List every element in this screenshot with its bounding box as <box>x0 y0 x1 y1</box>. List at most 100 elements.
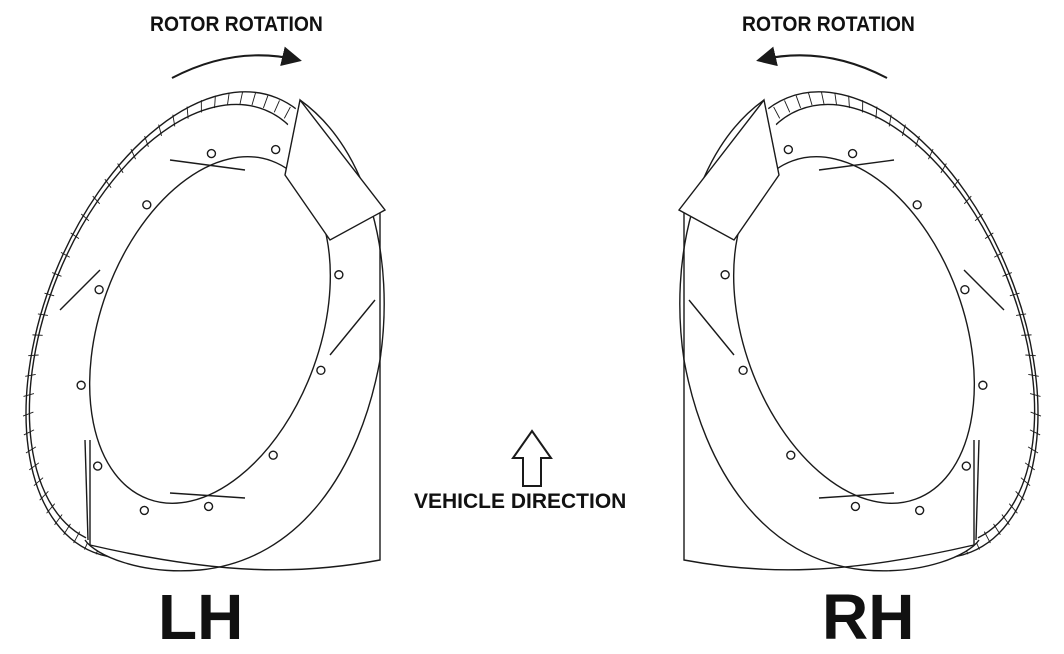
vane-line <box>60 252 70 258</box>
vane-line <box>888 114 892 127</box>
bolt-hole <box>270 144 281 155</box>
vane-line <box>70 232 80 240</box>
vane-line <box>984 232 994 240</box>
vane-line <box>820 91 825 105</box>
left-rotor-rotation-label: ROTOR ROTATION <box>150 13 323 36</box>
vane-line <box>25 374 36 377</box>
vane-line <box>1020 477 1031 487</box>
vane-line <box>915 135 920 147</box>
vane-line <box>875 106 878 119</box>
vane-line <box>54 514 63 526</box>
right-rotor-rotation-label: ROTOR ROTATION <box>742 13 915 36</box>
vane-line <box>22 411 34 417</box>
vane-line <box>994 252 1004 258</box>
vane-line <box>23 393 35 397</box>
bolt-hole <box>961 461 972 471</box>
vehicle-direction-label: VEHICLE DIRECTION <box>414 490 627 513</box>
vane-line <box>1016 313 1027 316</box>
vane-line <box>1029 393 1041 397</box>
left-brake-rotor <box>22 91 387 572</box>
vane-line <box>63 523 71 536</box>
vane-line <box>33 477 44 487</box>
vane-line <box>1002 272 1012 277</box>
vane-line <box>993 523 1001 536</box>
left-side-label: LH <box>158 581 244 653</box>
vane-line <box>1015 491 1025 501</box>
bolt-hole <box>850 501 861 512</box>
vane-line <box>37 313 48 316</box>
bolt-hole <box>912 200 922 210</box>
vane-line <box>1024 462 1035 471</box>
bolt-hole <box>847 148 858 159</box>
vane-line <box>1029 429 1041 436</box>
vane-line <box>1008 503 1018 514</box>
vane-line <box>1009 292 1020 297</box>
curved-arrow-counterclockwise-icon <box>756 46 888 79</box>
bolt-hole <box>268 450 278 460</box>
vane-line <box>29 462 40 471</box>
vane-line <box>773 106 781 119</box>
bolt-hole <box>139 505 150 516</box>
bolt-hole <box>914 505 925 516</box>
bolt-hole <box>76 380 86 390</box>
vane-line <box>283 106 291 119</box>
vane-line <box>974 213 984 222</box>
bolt-hole <box>92 461 103 471</box>
right-side-label: RH <box>822 581 915 653</box>
vane-line <box>1030 411 1042 417</box>
bolt-hole <box>142 200 152 210</box>
vane-line <box>92 195 101 205</box>
vane-line <box>46 503 56 514</box>
vane-line <box>144 135 149 147</box>
vane-line <box>52 272 62 277</box>
vane-line <box>172 114 176 127</box>
bolt-hole <box>738 365 748 376</box>
bolt-hole <box>960 284 970 295</box>
bolt-hole <box>786 450 796 460</box>
vane-line <box>963 195 972 205</box>
vane-line <box>1025 354 1036 357</box>
bolt-hole <box>783 144 794 155</box>
bolt-hole <box>334 270 344 280</box>
vane-line <box>23 429 35 436</box>
vane-line <box>928 148 934 160</box>
vane-line <box>808 92 813 106</box>
vane-line <box>848 95 850 109</box>
right-brake-rotor <box>677 91 1042 572</box>
vane-line <box>130 148 136 160</box>
vane-line <box>902 124 906 136</box>
vane-line <box>117 163 124 174</box>
vane-line <box>214 95 216 109</box>
vane-line <box>104 178 112 189</box>
vane-line <box>983 531 991 544</box>
vane-line <box>940 163 947 174</box>
vane-line <box>239 91 244 105</box>
vane-line <box>784 100 791 113</box>
vane-line <box>73 531 81 544</box>
vane-line <box>80 213 90 222</box>
vane-line <box>186 106 189 119</box>
vane-line <box>251 92 256 106</box>
vane-line <box>1028 374 1039 377</box>
up-arrow-outline-icon <box>511 429 553 487</box>
bolt-hole <box>94 284 104 295</box>
curved-arrow-clockwise-icon <box>171 46 302 79</box>
vane-line <box>39 491 49 501</box>
bolt-hole <box>316 365 326 376</box>
vane-line <box>952 178 960 189</box>
bolt-hole <box>203 501 214 512</box>
bolt-hole <box>978 380 988 390</box>
vane-line <box>44 292 55 297</box>
vane-line <box>25 446 37 454</box>
vane-line <box>795 95 802 109</box>
bolt-hole <box>206 148 217 159</box>
vane-line <box>262 95 269 109</box>
vane-line <box>1027 446 1039 454</box>
vane-line <box>834 92 838 106</box>
bolt-hole <box>720 270 730 280</box>
vane-line <box>1001 514 1010 526</box>
vane-line <box>158 124 162 136</box>
vane-line <box>226 92 230 106</box>
vane-line <box>28 354 39 357</box>
